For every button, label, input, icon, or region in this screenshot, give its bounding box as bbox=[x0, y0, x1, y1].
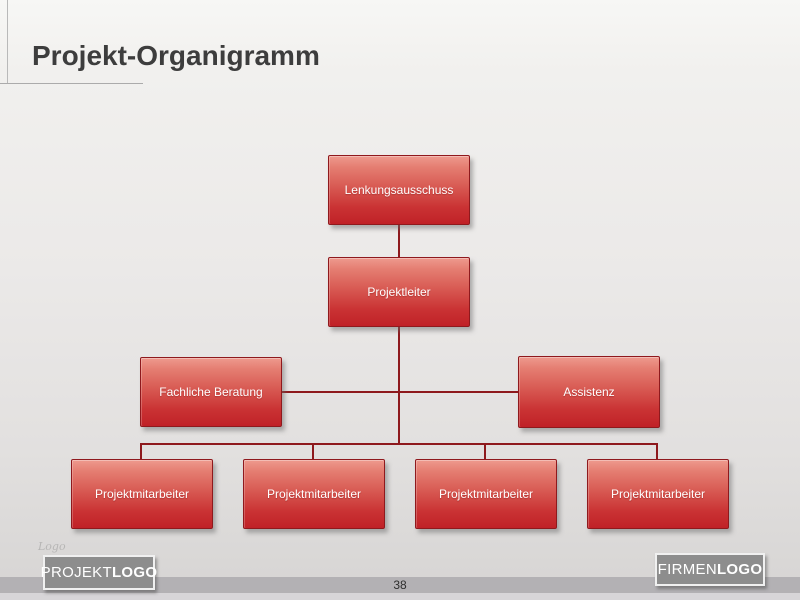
connector-lenkungsausschuss-projektleiter bbox=[398, 225, 400, 257]
org-node-projektmitarbeiter-3[interactable]: Projektmitarbeiter bbox=[415, 459, 557, 529]
project-logo-text-prefix: PROJEKT bbox=[40, 564, 112, 581]
project-logo-text-suffix: LOGO bbox=[111, 564, 158, 581]
logo-placeholder-note: Logo bbox=[38, 540, 66, 553]
org-node-label: Projektmitarbeiter bbox=[266, 487, 362, 501]
org-node-lenkungsausschuss[interactable]: Lenkungsausschuss bbox=[328, 155, 470, 225]
org-node-label: Assistenz bbox=[563, 385, 615, 399]
connector-drop-mitarbeiter-1 bbox=[140, 443, 142, 459]
footer-substrip bbox=[0, 593, 800, 600]
org-node-projektleiter[interactable]: Projektleiter bbox=[328, 257, 470, 327]
title-underline bbox=[0, 83, 143, 84]
company-logo-text-suffix: LOGO bbox=[716, 561, 763, 578]
page-number: 38 bbox=[393, 578, 407, 592]
org-node-projektmitarbeiter-4[interactable]: Projektmitarbeiter bbox=[587, 459, 729, 529]
company-logo-text-prefix: FIRMEN bbox=[657, 561, 717, 578]
org-node-fachliche-beratung[interactable]: Fachliche Beratung bbox=[140, 357, 282, 427]
org-node-projektmitarbeiter-2[interactable]: Projektmitarbeiter bbox=[243, 459, 385, 529]
footer-bar bbox=[0, 577, 800, 593]
org-node-assistenz[interactable]: Assistenz bbox=[518, 356, 660, 428]
slide-title: Projekt-Organigramm bbox=[32, 40, 320, 71]
template-corner-line-vertical bbox=[7, 0, 8, 83]
connector-projektleiter-trunk bbox=[398, 327, 400, 444]
org-node-label: Projektmitarbeiter bbox=[610, 487, 706, 501]
org-node-projektmitarbeiter-1[interactable]: Projektmitarbeiter bbox=[71, 459, 213, 529]
connector-beratung-assistenz-crossbar bbox=[282, 391, 518, 393]
connector-drop-mitarbeiter-3 bbox=[484, 443, 486, 459]
connector-drop-mitarbeiter-4 bbox=[656, 443, 658, 459]
connector-mitarbeiter-crossbar bbox=[141, 443, 658, 445]
org-node-label: Projektleiter bbox=[367, 285, 431, 299]
org-node-label: Fachliche Beratung bbox=[159, 385, 263, 399]
org-node-label: Projektmitarbeiter bbox=[438, 487, 534, 501]
connector-drop-mitarbeiter-2 bbox=[312, 443, 314, 459]
org-node-label: Projektmitarbeiter bbox=[94, 487, 190, 501]
org-node-label: Lenkungsausschuss bbox=[344, 183, 454, 197]
